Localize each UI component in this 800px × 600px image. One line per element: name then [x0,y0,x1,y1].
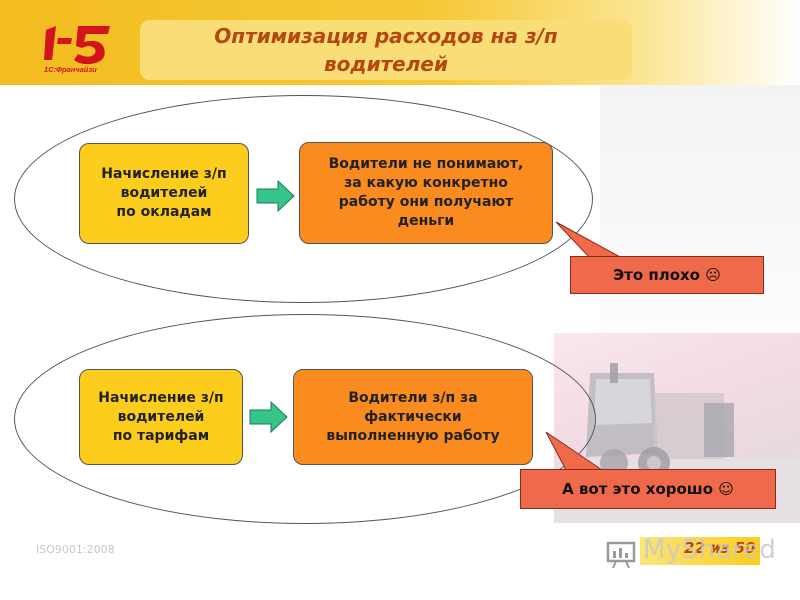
callout-good-text: А вот это хорошо ☺ [562,480,734,498]
callout-bad: Это плохо ☹ [570,256,764,294]
right-arrow-icon [249,401,288,433]
watermark-text: MyShared [643,535,777,565]
slide-title: Оптимизация расходов на з/п водителей [140,20,632,80]
callout-tail-bad [555,221,623,259]
iso-label: ISO9001:2008 [36,543,115,556]
callout-bad-text: Это плохо ☹ [613,266,721,284]
drivers-paid-actual-text: Водители з/п за фактически выполненную р… [326,389,500,444]
salary-by-tariff-box: Начисление з/п водителей по тарифам [79,369,243,465]
page-number: 22 из 50 [684,539,756,557]
logo-text: 1С:Франчайзи [44,65,97,74]
callout-good: А вот это хорошо ☺ [520,469,776,509]
drivers-dont-understand-text: Водители не понимают, за какую конкретно… [328,156,524,229]
page-number-bar [640,537,760,565]
company-logo: 1С:Франчайзи [44,26,110,74]
slide-title-line1: Оптимизация расходов на з/п [214,24,558,48]
logo-mark-icon [44,26,110,65]
callout-tail-good [545,431,604,471]
drivers-paid-actual-box: Водители з/п за фактически выполненную р… [293,369,533,465]
right-arrow-icon [256,180,295,212]
salary-by-tariff-text: Начисление з/п водителей по тарифам [98,389,224,444]
bottom-ellipse [14,314,596,524]
salary-by-wage-text: Начисление з/п водителей по окладам [101,166,227,220]
drivers-dont-understand-box: Водители не понимают, за какую конкретно… [299,142,553,244]
slide-title-line2: водителей [324,52,448,76]
chart-icon [606,541,636,569]
top-ellipse [14,95,593,303]
salary-by-wage-box: Начисление з/п водителей по окладам [79,143,249,244]
